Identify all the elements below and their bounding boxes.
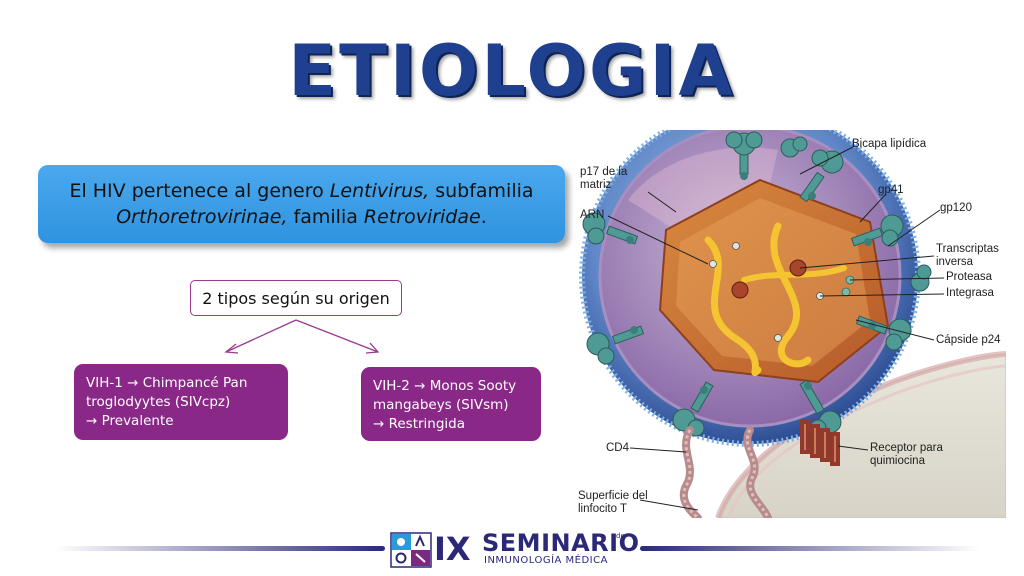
seminario-roman-number: IX	[434, 530, 471, 568]
vih2-line-1: VIH-2 → Monos Sooty	[373, 378, 517, 394]
info-line-1: El HIV pertenece al genero Lentivirus, s…	[56, 178, 547, 204]
arrow-right	[295, 319, 380, 354]
label-p17-line1: p17 de la	[580, 166, 628, 178]
vih2-box: VIH-2 → Monos Sooty mangabeys (SIVsm) → …	[361, 367, 541, 441]
vih1-line-1: VIH-1 → Chimpancé Pan	[86, 375, 248, 391]
label-gp120: gp120	[940, 202, 972, 214]
hiv-classification-box: El HIV pertenece al genero Lentivirus, s…	[38, 165, 565, 243]
info-text: El HIV pertenece al genero	[69, 180, 330, 202]
label-receptor-line2: quimiocina	[870, 455, 925, 467]
label-transcriptasa-line1: Transcriptas	[936, 243, 999, 255]
info-genus: Lentivirus,	[329, 180, 430, 202]
vih2-line-2: mangabeys (SIVsm)	[373, 397, 509, 413]
label-bicapa: Bicapa lipídica	[852, 138, 927, 150]
hiv-virion-illustration	[579, 105, 1007, 522]
info-text: familia	[287, 206, 364, 228]
footer-line-right	[640, 546, 980, 551]
label-integrasa: Integrasa	[946, 287, 994, 299]
label-superficie-line1: Superficie del	[578, 490, 648, 502]
label-gp41: gp41	[878, 184, 904, 196]
seminario-superscript: de	[616, 532, 625, 540]
hiv-virion-figure: Bicapa lipídica p17 de la matriz ARN gp4…	[568, 105, 1007, 522]
seminario-logo: IX SEMINARIO de INMUNOLOGÍA MÉDICA	[390, 530, 640, 570]
label-p17-line2: matriz	[580, 179, 612, 191]
info-line-2: Orthoretrovirinae, familia Retroviridae.	[56, 204, 547, 230]
info-text: .	[480, 206, 487, 228]
info-subfamily: Orthoretrovirinae,	[116, 206, 288, 228]
vih1-line-3: → Prevalente	[86, 413, 174, 429]
label-cd4: CD4	[606, 442, 630, 454]
label-receptor-line1: Receptor para	[870, 442, 943, 454]
page-title: ETIOLOGIA	[288, 30, 736, 112]
vih1-box: VIH-1 → Chimpancé Pan troglodyytes (SIVc…	[74, 364, 288, 440]
seminario-emblem-icon	[390, 532, 432, 568]
info-family: Retroviridae	[363, 206, 481, 228]
label-arn: ARN	[580, 209, 605, 221]
label-transcriptasa-line2: inversa	[936, 256, 974, 268]
label-proteasa: Proteasa	[946, 271, 993, 283]
arrow-left	[224, 319, 297, 354]
seminario-word: SEMINARIO	[482, 529, 640, 557]
vih2-line-3: → Restringida	[373, 416, 466, 432]
label-superficie-line2: linfocito T	[578, 503, 628, 515]
label-capside: Cápside p24	[936, 334, 1001, 346]
footer-line-left	[55, 546, 385, 551]
types-origin-box: 2 tipos según su origen	[190, 280, 402, 316]
vih1-line-2: troglodyytes (SIVcpz)	[86, 394, 231, 410]
seminario-subtitle: INMUNOLOGÍA MÉDICA	[484, 555, 608, 566]
info-text: subfamilia	[429, 180, 534, 202]
